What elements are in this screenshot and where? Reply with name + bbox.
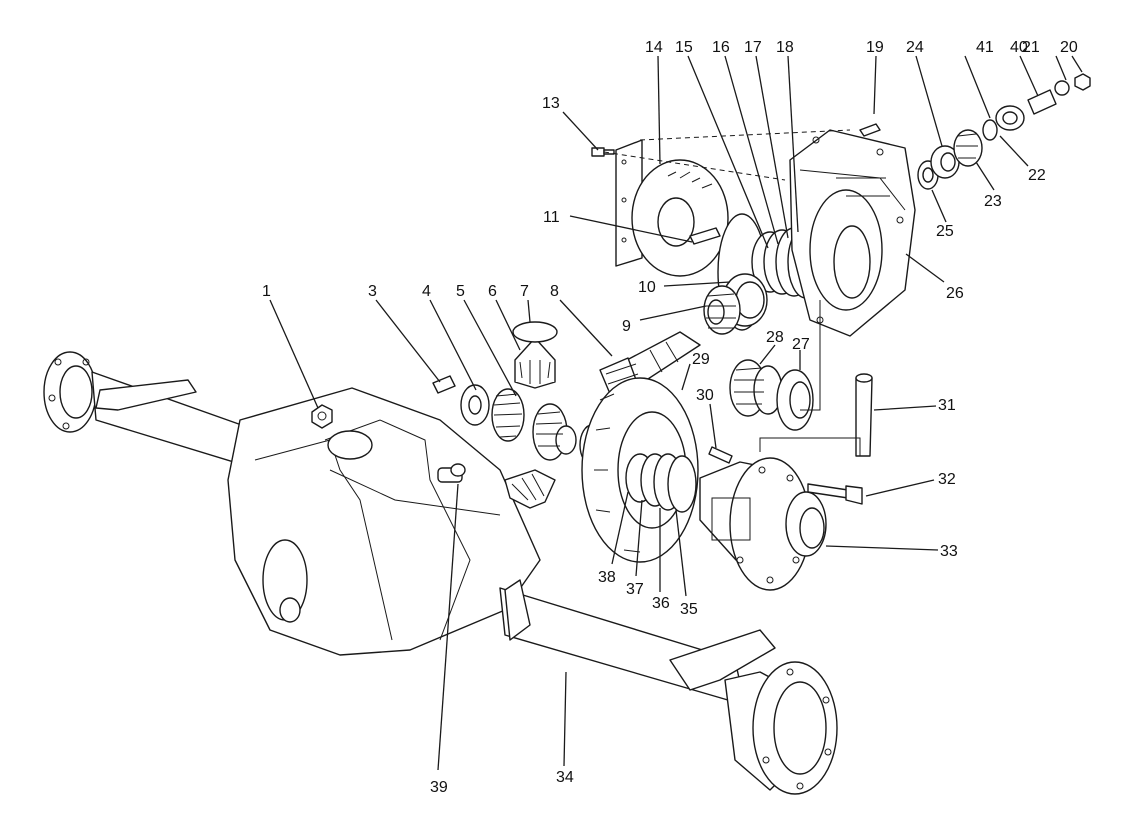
cross-shaft [855,373,873,457]
roll-pin [708,446,733,464]
input-nut [1074,73,1091,91]
side-gear [491,388,525,442]
cover-plate-bolt [591,147,615,157]
case-bolt [807,483,863,505]
callout-36: 36 [652,595,670,612]
input-washer [1054,80,1070,96]
callout-28: 28 [766,329,784,346]
thrust-washer [460,384,490,426]
input-ring [982,119,998,141]
callout-24: 24 [906,39,924,56]
callout-35: 35 [680,601,698,618]
pinion-gear-top [512,321,558,389]
callout-10: 10 [638,279,656,296]
coupling-drum [631,159,729,277]
bearing-cone [729,359,783,417]
carrier-stud [859,123,881,137]
pinion-gear-bottom [504,469,556,509]
callout-11: 11 [543,209,560,226]
callout-3: 3 [368,283,377,300]
callout-40: 40 [1010,39,1028,56]
shim-pack [625,453,697,513]
callout-16: 16 [712,39,730,56]
callout-6: 6 [488,283,497,300]
carrier-housing [789,129,916,337]
input-flange [995,105,1025,131]
callout-19: 19 [866,39,884,56]
differential-case [699,457,827,591]
callout-9: 9 [622,318,631,335]
axle-housing [43,351,838,795]
callout-22: 22 [1028,167,1046,184]
callout-18: 18 [776,39,794,56]
callout-14: 14 [645,39,663,56]
breather-plug [311,404,333,429]
callout-41: 41 [976,39,994,56]
callout-4: 4 [422,283,431,300]
callout-13: 13 [542,95,560,112]
callout-labels: 1 3 4 5 6 7 8 9 10 11 13 14 15 16 17 18 … [262,39,1078,796]
callout-38: 38 [598,569,616,586]
callout-37: 37 [626,581,644,598]
input-yoke [1027,89,1057,115]
side-gear-right [532,403,577,461]
callout-17: 17 [744,39,762,56]
callout-34: 34 [556,769,574,786]
input-gear [953,129,983,167]
callout-26: 26 [946,285,964,302]
callout-30: 30 [696,387,714,404]
callout-25: 25 [936,223,954,240]
callout-7: 7 [520,283,529,300]
callout-5: 5 [456,283,465,300]
callout-23: 23 [984,193,1002,210]
callout-21: 21 [1022,39,1040,56]
callout-20: 20 [1060,39,1078,56]
callout-29: 29 [692,351,710,368]
callout-33: 33 [940,543,958,560]
drum-pin [689,227,721,245]
bearing-cup [776,369,814,431]
callout-8: 8 [550,283,559,300]
leader-lines [269,55,1083,771]
fill-plug [437,463,466,483]
callout-27: 27 [792,336,810,353]
input-bearing [930,145,960,179]
callout-39: 39 [430,779,448,796]
callout-31: 31 [938,397,956,414]
callout-1: 1 [262,283,271,300]
callout-32: 32 [938,471,956,488]
dowel-pin [432,375,456,394]
pinion-bearing-cone [703,285,741,335]
assembly-lines [603,129,861,553]
callout-15: 15 [675,39,693,56]
